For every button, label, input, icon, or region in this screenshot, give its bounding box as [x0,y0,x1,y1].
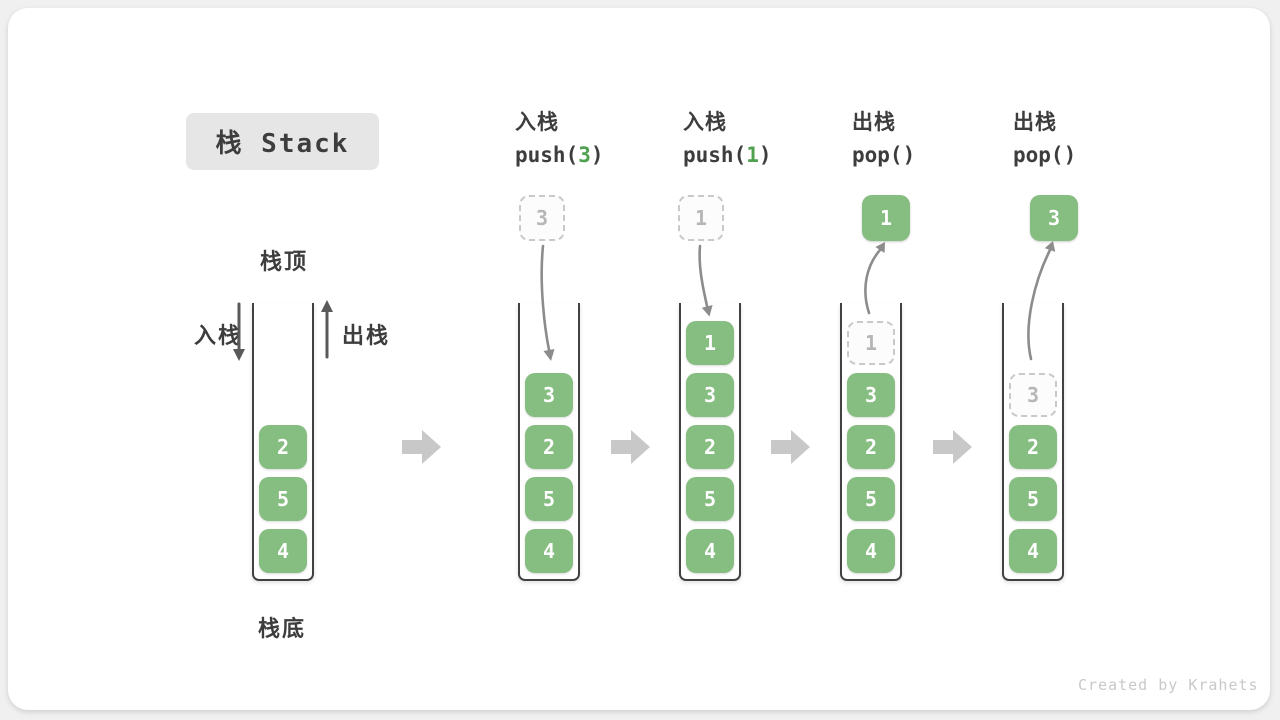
title-box: 栈 Stack [186,113,379,170]
stack-cell: 4 [686,529,734,573]
stack-container-2: 4 5 2 3 [518,303,580,581]
watermark: Created by Krahets [1078,676,1259,694]
stack-cell: 3 [525,373,573,417]
op-action-text: 入栈 [515,111,559,134]
diagram-title: 栈 Stack [215,129,350,159]
op-code-argument: 1 [746,143,759,167]
stack-cell: 4 [259,529,307,573]
stack-container-4: 4 5 2 3 1 [840,303,902,581]
pushed-value-box: 1 [678,195,724,241]
op-code-text: pop() [1013,143,1077,167]
stack-cell: 4 [1009,529,1057,573]
op-code-text: push(3) [515,143,604,167]
stack-cell: 5 [1009,477,1057,521]
stack-cell: 5 [259,477,307,521]
ghost-cell: 1 [847,321,895,365]
stack-cell: 2 [686,425,734,469]
op-code-text: pop() [852,143,916,167]
stack-top-label: 栈顶 [260,249,309,274]
stack-bottom-label: 栈底 [258,616,307,641]
push-side-label: 入栈 [194,323,243,348]
pushed-value-box: 3 [519,195,565,241]
stack-cell: 5 [525,477,573,521]
stack-cell: 5 [686,477,734,521]
operation-label-1: 入栈 push(3) [515,106,604,167]
stack-container-1: 4 5 2 [252,303,314,581]
stack-cell: 2 [259,425,307,469]
stack-cell: 3 [847,373,895,417]
stack-cell: 2 [525,425,573,469]
op-action-text: 出栈 [1013,111,1057,134]
op-action-text: 入栈 [683,111,727,134]
op-action-text: 出栈 [852,111,896,134]
stack-cell: 2 [847,425,895,469]
operation-label-2: 入栈 push(1) [683,106,772,167]
operation-label-3: 出栈 pop() [852,106,915,167]
op-code-argument: 3 [578,143,591,167]
pop-side-label: 出栈 [342,323,391,348]
op-code-text: push(1) [683,143,772,167]
operation-label-4: 出栈 pop() [1013,106,1076,167]
stack-cell: 1 [686,321,734,365]
stack-cell: 4 [847,529,895,573]
ghost-cell: 3 [1009,373,1057,417]
stack-container-3: 4 5 2 3 1 [679,303,741,581]
stack-cell: 3 [686,373,734,417]
stack-cell: 2 [1009,425,1057,469]
stack-cell: 4 [525,529,573,573]
popped-value-box: 3 [1030,195,1078,241]
stack-container-5: 4 5 2 3 [1002,303,1064,581]
stack-cell: 5 [847,477,895,521]
popped-value-box: 1 [862,195,910,241]
